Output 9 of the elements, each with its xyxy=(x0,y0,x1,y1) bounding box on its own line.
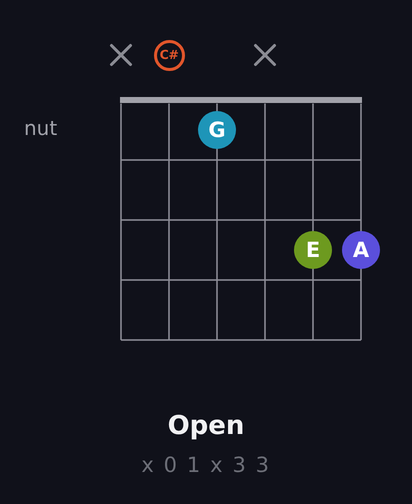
note-dot: E xyxy=(294,231,332,269)
fingering-text: x 0 1 x 3 3 xyxy=(141,453,271,478)
cross-mark-icon xyxy=(110,44,132,66)
note-dot: G xyxy=(198,111,236,149)
chord-title: Open xyxy=(168,412,244,442)
open-string-ring: C# xyxy=(154,40,184,70)
note-dot: A xyxy=(342,231,380,269)
nut-label: nut xyxy=(24,117,58,140)
cross-mark-icon xyxy=(254,44,276,66)
